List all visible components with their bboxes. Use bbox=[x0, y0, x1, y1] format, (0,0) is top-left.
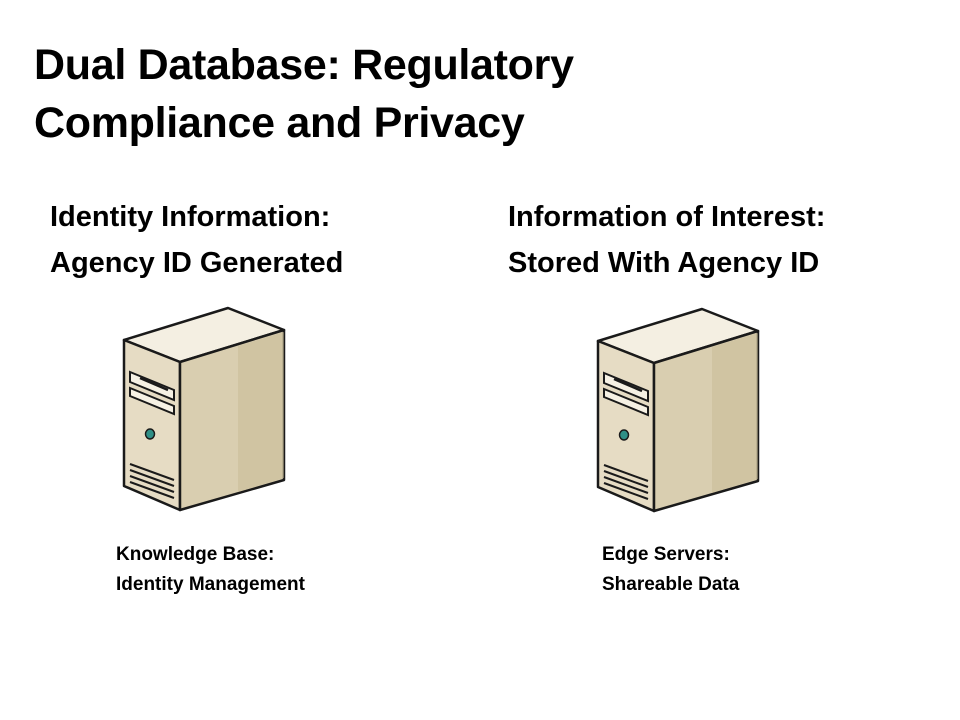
server-tower-icon bbox=[596, 307, 760, 513]
edge-servers-caption-line-1: Edge Servers: bbox=[602, 544, 730, 565]
slide-title: Dual Database: Regulatory Compliance and… bbox=[34, 36, 914, 152]
edge-servers-caption-line-2: Shareable Data bbox=[602, 574, 740, 595]
server-tower-icon bbox=[122, 306, 286, 512]
knowledge-base-server-icon bbox=[118, 304, 290, 514]
identity-heading-line-1: Identity Information: bbox=[50, 201, 331, 233]
edge-servers-caption: Edge Servers: Shareable Data bbox=[602, 540, 739, 600]
identity-information-heading: Identity Information: Agency ID Generate… bbox=[50, 194, 343, 286]
interest-heading-line-2: Stored With Agency ID bbox=[508, 247, 820, 279]
knowledge-base-caption: Knowledge Base: Identity Management bbox=[116, 540, 305, 600]
edge-servers-server-icon bbox=[592, 305, 764, 515]
slide-title-line-1: Dual Database: Regulatory bbox=[34, 41, 574, 89]
slide-title-line-2: Compliance and Privacy bbox=[34, 99, 525, 147]
knowledge-base-caption-line-1: Knowledge Base: bbox=[116, 544, 275, 565]
knowledge-base-caption-line-2: Identity Management bbox=[116, 574, 305, 595]
interest-heading-line-1: Information of Interest: bbox=[508, 201, 826, 233]
information-of-interest-heading: Information of Interest: Stored With Age… bbox=[508, 194, 825, 286]
identity-heading-line-2: Agency ID Generated bbox=[50, 247, 344, 279]
